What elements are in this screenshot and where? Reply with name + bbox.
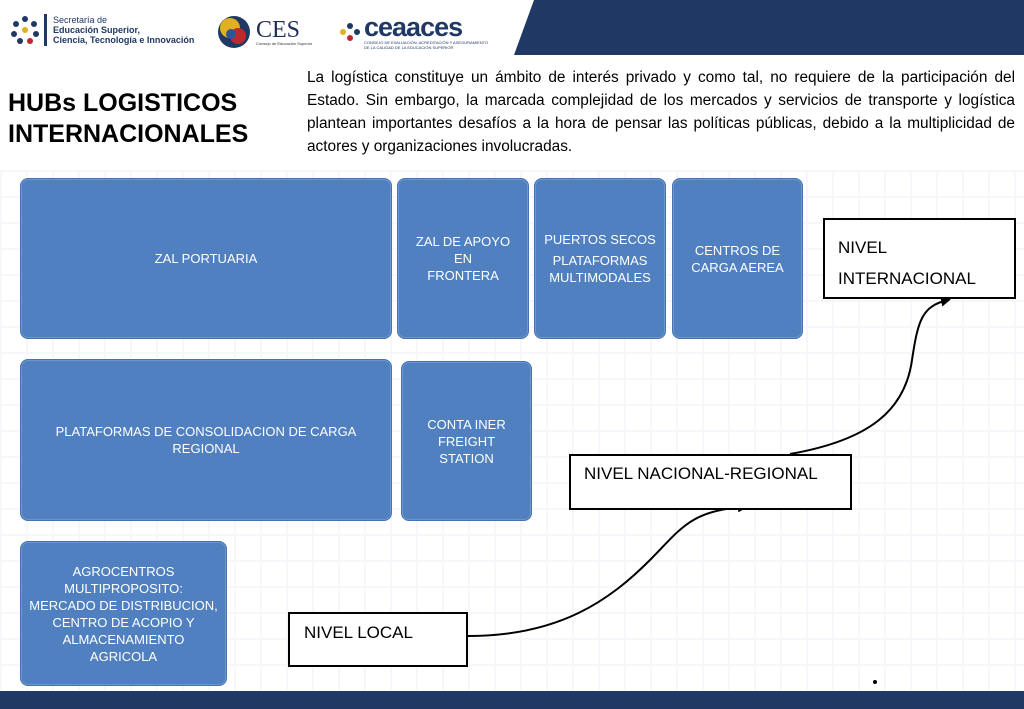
box-label: PLATAFORMAS [552,253,648,268]
title-line-2: INTERNACIONALES [8,120,249,148]
box-carga-aerea: CENTROS DE CARGA AEREA [672,178,803,339]
ceaaces-dots-icon [340,23,360,41]
ces-subtitle: Consejo de Educación Superior [256,40,313,46]
box-label: AGRICOLA [89,648,158,664]
ces-name: CES [256,16,301,43]
box-label: MERCADO DE DISTRIBUCION, [29,597,218,613]
box-label: MULTIPROPOSITO: [64,580,183,596]
ces-logo: CES Consejo de Educación Superior [216,14,312,50]
ceaaces-logo: ceaaces CONSEJO DE EVALUACIÓN, ACREDITAC… [338,14,494,50]
box-consolidacion: PLATAFORMAS DE CONSOLIDACION DE CARGA RE… [20,359,392,521]
box-container-freight: CONTA INER FREIGHT STATION [401,361,532,521]
intro-paragraph: La logística constituye un ámbito de int… [307,69,1015,155]
box-label: CENTROS DE [694,242,781,258]
box-label: ALMACENAMIENTO [62,631,185,647]
level-label: NIVEL LOCAL [304,623,413,642]
stray-dot [873,680,877,684]
box-zal-portuaria: ZAL PORTUARIA [20,178,392,339]
level-label: INTERNACIONAL [838,269,976,288]
level-internacional: NIVEL INTERNACIONAL [823,218,1016,299]
senescyt-line-2: Educación Superior, [53,25,141,35]
senescyt-dots-icon [11,16,39,44]
box-label: CENTRO DE ACOPIO Y [52,614,195,630]
ces-circle-icon [218,16,250,48]
arrow-nacional-to-internacional [789,296,951,455]
box-zal-frontera: ZAL DE APOYO EN FRONTERA [397,178,529,339]
ceaaces-subtitle: CONSEJO DE EVALUACIÓN, ACREDITACIÓN Y AS… [364,40,489,50]
box-label: ZAL DE APOYO EN [415,234,511,266]
box-label: AGROCENTROS [72,563,175,579]
box-label: FREIGHT STATION [437,433,496,466]
box-label: PUERTOS SECOS [544,232,656,247]
header-band [514,0,1024,55]
senescyt-line-3: Ciencia, Tecnología e Innovación [53,35,195,45]
level-local: NIVEL LOCAL [288,612,468,667]
page-title: HUBs LOGISTICOS INTERNACIONALES [8,88,288,150]
level-label: NIVEL NACIONAL-REGIONAL [584,464,818,483]
level-nacional-regional: NIVEL NACIONAL-REGIONAL [569,454,852,510]
box-puertos-secos: PUERTOS SECOS PLATAFORMAS MULTIMODALES [534,178,666,339]
level-label: NIVEL [838,238,888,257]
arrow-local-to-nacional [467,502,748,637]
footer-band [0,691,1024,709]
senescyt-logo: Secretaría de Educación Superior, Cienci… [10,14,194,46]
box-label: REGIONAL [172,441,240,456]
box-label: CONTA INER [427,416,506,432]
box-label: ZAL PORTUARIA [154,251,258,266]
title-line-1: HUBs LOGISTICOS [8,89,238,117]
box-label: MULTIMODALES [549,270,651,285]
box-agrocentros: AGROCENTROS MULTIPROPOSITO: MERCADO DE D… [20,541,227,686]
senescyt-line-1: Secretaría de [53,15,108,25]
box-label: PLATAFORMAS DE CONSOLIDACION DE CARGA [55,424,357,439]
ceaaces-name: ceaaces [364,12,463,42]
box-label: CARGA AEREA [691,259,784,275]
box-label: FRONTERA [427,268,499,283]
